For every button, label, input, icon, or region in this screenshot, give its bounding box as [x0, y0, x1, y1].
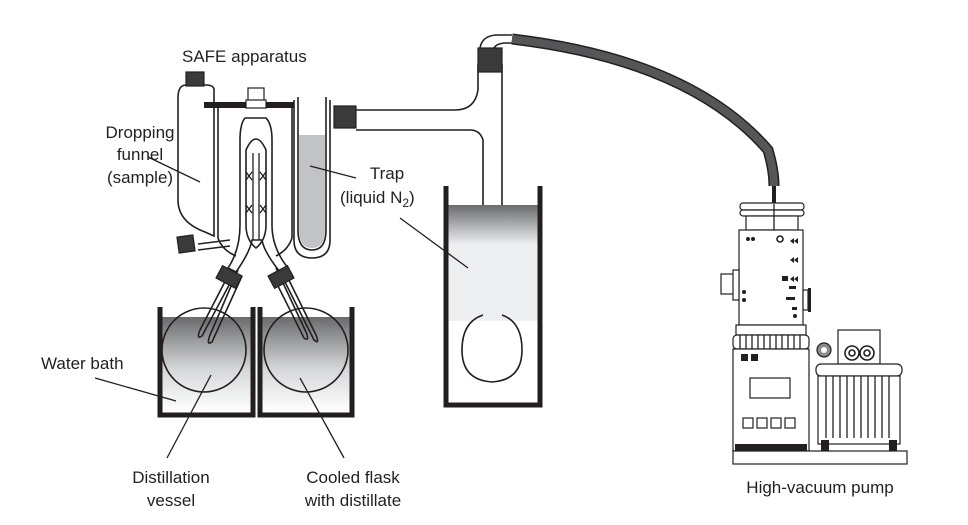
liquid-nitrogen-trap — [293, 34, 512, 320]
flask-inner-tubes — [197, 265, 319, 344]
water-bath-label: Water bath — [41, 354, 124, 373]
distillation-vessel-label-line1: Distillation — [132, 468, 209, 487]
cooled-flask-label-line2: with distillate — [304, 491, 401, 510]
trap-label-line2: (liquid N2) — [340, 188, 415, 210]
cooled-flask — [263, 307, 349, 393]
trap-label-line1: Trap — [370, 164, 404, 183]
safe-apparatus-label: SAFE apparatus — [182, 47, 307, 66]
distillation-vessel-label-line2: vessel — [147, 491, 195, 510]
distillation-vessel-flask — [161, 307, 247, 393]
dewar-flask — [443, 186, 543, 408]
vacuum-hose — [511, 33, 780, 187]
dropping-funnel-label-line1: Dropping — [106, 123, 175, 142]
pump-label: High-vacuum pump — [746, 478, 893, 497]
high-vacuum-pump — [720, 202, 908, 465]
water-bath-left — [157, 307, 256, 418]
dropping-funnel-label-line2: funnel — [117, 145, 163, 164]
dropping-funnel-label-line3: (sample) — [107, 168, 173, 187]
safe-head — [176, 71, 295, 290]
cooled-flask-label-line1: Cooled flask — [306, 468, 400, 487]
leader-lines — [94, 156, 469, 459]
